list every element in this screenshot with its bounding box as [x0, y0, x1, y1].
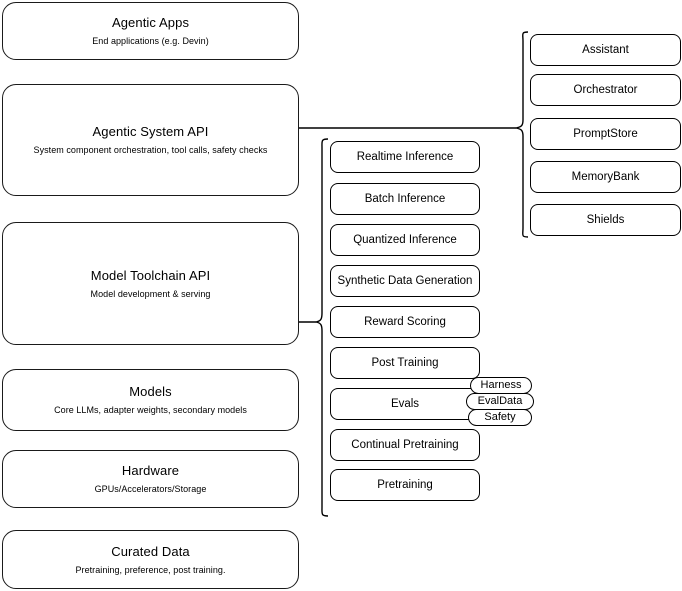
- layer-title: Curated Data: [111, 543, 190, 559]
- system-component-label: Shields: [586, 214, 625, 226]
- layer-subtitle: End applications (e.g. Devin): [92, 36, 209, 46]
- toolchain-item-label: Realtime Inference: [356, 151, 454, 163]
- evals-badge-label: EvalData: [477, 395, 523, 407]
- system-component-label: MemoryBank: [571, 171, 640, 183]
- system-component-label: PromptStore: [573, 128, 638, 140]
- layer-subtitle: GPUs/Accelerators/Storage: [94, 484, 207, 494]
- layer-subtitle: Core LLMs, adapter weights, secondary mo…: [54, 405, 247, 415]
- layer-subtitle: Model development & serving: [90, 288, 211, 299]
- toolchain-item-label: Synthetic Data Generation: [337, 275, 473, 287]
- system-component-promptstore[interactable]: PromptStore: [530, 118, 681, 150]
- evals-badge-safety[interactable]: Safety: [468, 409, 532, 426]
- system-component-shields[interactable]: Shields: [530, 204, 681, 236]
- system-component-label: Assistant: [582, 44, 629, 56]
- system-component-assistant[interactable]: Assistant: [530, 34, 681, 66]
- toolchain-item-label: Evals: [390, 398, 420, 410]
- toolchain-item-label: Batch Inference: [364, 193, 446, 205]
- toolchain-item-synthetic-data-generation[interactable]: Synthetic Data Generation: [330, 265, 480, 297]
- layer-card-curated-data[interactable]: Curated Data Pretraining, preference, po…: [2, 530, 299, 589]
- system-components-brace: [515, 31, 529, 238]
- layer-title: Agentic System API: [92, 124, 209, 139]
- evals-badge-label: Harness: [480, 379, 522, 391]
- layer-card-agentic-apps[interactable]: Agentic Apps End applications (e.g. Devi…: [2, 2, 299, 60]
- toolchain-item-quantized-inference[interactable]: Quantized Inference: [330, 224, 480, 256]
- system-component-memorybank[interactable]: MemoryBank: [530, 161, 681, 193]
- layer-subtitle: System component orchestration, tool cal…: [33, 145, 268, 155]
- toolchain-item-evals[interactable]: Evals: [330, 388, 480, 420]
- toolchain-item-reward-scoring[interactable]: Reward Scoring: [330, 306, 480, 338]
- evals-badge-evaldata[interactable]: EvalData: [466, 393, 534, 410]
- layer-subtitle: Pretraining, preference, post training.: [75, 564, 226, 575]
- layer-title: Model Toolchain API: [90, 267, 211, 283]
- layer-title: Hardware: [121, 463, 180, 478]
- toolchain-item-label: Quantized Inference: [353, 234, 457, 246]
- layer-card-hardware[interactable]: Hardware GPUs/Accelerators/Storage: [2, 450, 299, 508]
- toolchain-item-realtime-inference[interactable]: Realtime Inference: [330, 141, 480, 173]
- evals-badge-harness[interactable]: Harness: [470, 377, 532, 394]
- layer-card-models[interactable]: Models Core LLMs, adapter weights, secon…: [2, 369, 299, 431]
- evals-badge-label: Safety: [484, 411, 516, 423]
- system-component-label: Orchestrator: [573, 84, 638, 96]
- toolchain-item-batch-inference[interactable]: Batch Inference: [330, 183, 480, 215]
- layer-card-agentic-system-api[interactable]: Agentic System API System component orch…: [2, 84, 299, 196]
- toolchain-components-brace: [315, 138, 329, 517]
- toolchain-item-pretraining[interactable]: Pretraining: [330, 469, 480, 501]
- toolchain-item-label: Reward Scoring: [364, 316, 446, 328]
- toolchain-item-continual-pretraining[interactable]: Continual Pretraining: [330, 429, 480, 461]
- toolchain-item-label: Post Training: [371, 357, 439, 369]
- toolchain-item-label: Pretraining: [377, 479, 433, 491]
- system-component-orchestrator[interactable]: Orchestrator: [530, 74, 681, 106]
- layer-title: Models: [129, 384, 172, 399]
- toolchain-item-post-training[interactable]: Post Training: [330, 347, 480, 379]
- layer-card-model-toolchain-api[interactable]: Model Toolchain API Model development & …: [2, 222, 299, 345]
- toolchain-item-label: Continual Pretraining: [351, 439, 459, 451]
- layer-title: Agentic Apps: [111, 15, 190, 30]
